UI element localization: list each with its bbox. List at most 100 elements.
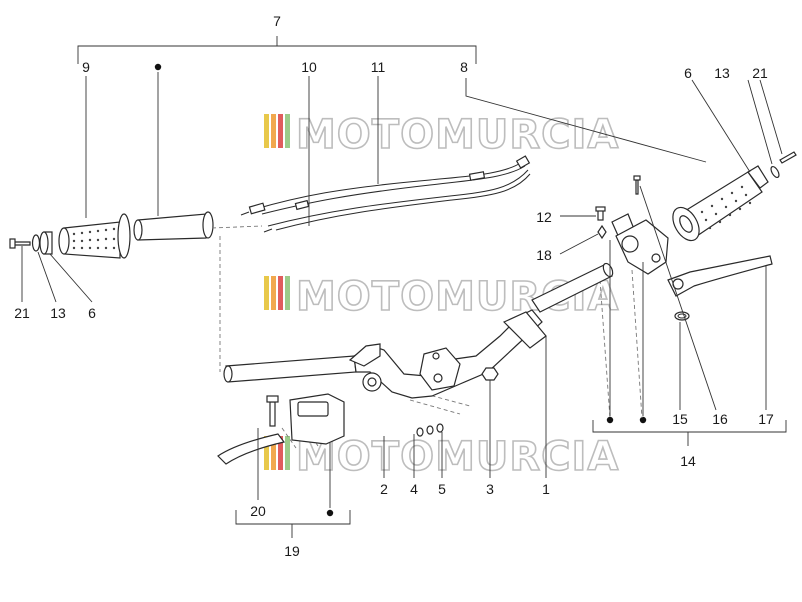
part-label-13: 13 <box>714 65 730 81</box>
lever-part <box>217 433 286 465</box>
handlebar-body <box>353 309 543 399</box>
part-label-13: 13 <box>50 305 66 321</box>
part-label-20: 20 <box>250 503 266 519</box>
part-label-21: 21 <box>752 65 768 81</box>
leader-13b <box>37 251 57 303</box>
watermark-stripe <box>278 276 283 310</box>
cable-lower-2 <box>275 173 531 231</box>
leader-21a <box>759 79 783 155</box>
leader-6b <box>49 253 93 303</box>
leader-16 <box>639 185 717 411</box>
cable-lower <box>267 169 529 227</box>
handlebar-bracket <box>348 343 381 367</box>
cable-upper <box>251 161 523 211</box>
throttle-sleeve <box>137 213 207 241</box>
handlebar-left-tube <box>225 355 357 383</box>
part-label-6: 6 <box>88 305 96 321</box>
watermark-top: MOTOMURCIA <box>264 111 619 159</box>
sleeve-end <box>133 219 143 241</box>
washer-part <box>436 423 444 433</box>
watermark-stripe <box>264 436 269 470</box>
grip-end <box>58 227 70 255</box>
part-label-6: 6 <box>684 65 692 81</box>
bullet-marker <box>326 509 334 517</box>
bullet-marker <box>606 416 614 424</box>
part-label-15: 15 <box>672 411 688 427</box>
cable-end <box>515 155 531 169</box>
screw-head <box>9 238 16 249</box>
nut-part <box>481 367 499 381</box>
part-label-19: 19 <box>284 543 300 559</box>
bullet-marker <box>639 416 647 424</box>
watermark-stripe <box>271 276 276 310</box>
part-label-17: 17 <box>758 411 774 427</box>
part-label-5: 5 <box>438 481 446 497</box>
washer-part <box>416 427 424 437</box>
small-hardware <box>416 367 499 437</box>
assembly-line <box>211 225 263 229</box>
watermark-text: MOTOMURCIA <box>296 112 619 158</box>
handlebar-boss-hole <box>367 377 377 387</box>
watermark-stripe <box>264 276 269 310</box>
bolt-part <box>269 401 276 427</box>
mount-hole <box>432 352 440 360</box>
cable-nipple <box>263 228 273 233</box>
bracket-group-7 <box>77 36 477 64</box>
handlebar <box>223 262 614 399</box>
leader-18 <box>559 233 599 255</box>
mount-hole <box>433 373 443 383</box>
part-label-9: 9 <box>82 59 90 75</box>
master-cylinder-assembly <box>217 393 345 465</box>
o-ring <box>674 311 690 321</box>
watermark-stripe <box>285 436 290 470</box>
watermark-bottom: MOTOMURCIA <box>264 433 619 481</box>
brake-mount <box>419 347 461 391</box>
washer-part <box>426 425 434 435</box>
grip-flange <box>117 213 131 259</box>
bar-end-face <box>39 231 49 255</box>
leader-8 <box>465 78 707 163</box>
leader-6a <box>691 79 751 173</box>
housing-pivot <box>651 253 661 263</box>
washer-part <box>770 165 780 179</box>
part-label-8: 8 <box>460 59 468 75</box>
part-label-4: 4 <box>410 481 418 497</box>
bracket-group-14 <box>592 420 787 446</box>
left-grip-assembly <box>9 211 214 259</box>
left-grip <box>63 221 121 259</box>
part-label-10: 10 <box>301 59 317 75</box>
sleeve-flange <box>202 211 214 239</box>
throttle-cables <box>240 155 531 233</box>
o-ring-inner <box>677 313 687 319</box>
screw-part <box>13 241 31 246</box>
assembly-line <box>599 279 611 419</box>
cable-nipple <box>240 211 250 216</box>
watermark-stripe <box>285 114 290 148</box>
part-label-18: 18 <box>536 247 552 263</box>
screw-part <box>635 179 639 195</box>
watermark-stripe <box>278 114 283 148</box>
cable-adjuster <box>248 202 266 215</box>
screw-head <box>595 206 606 212</box>
cable-ferrule <box>294 199 310 211</box>
reservoir-cap <box>297 401 329 417</box>
screw-part <box>779 151 797 164</box>
washer-part <box>597 224 607 240</box>
tube-end <box>223 365 233 383</box>
part-label-14: 14 <box>680 453 696 469</box>
part-label-3: 3 <box>486 481 494 497</box>
part-label-12: 12 <box>536 209 552 225</box>
watermark-stripe <box>271 114 276 148</box>
lever-assembly <box>595 206 773 321</box>
assembly-line <box>631 269 643 419</box>
part-label-1: 1 <box>542 481 550 497</box>
watermark-stripe <box>285 276 290 310</box>
leader-13a <box>747 79 773 165</box>
part-label-11: 11 <box>371 59 386 75</box>
watermark-stripe <box>271 436 276 470</box>
right-grip-assembly <box>633 151 797 242</box>
housing-bore <box>621 235 639 253</box>
part-label-7: 7 <box>273 13 281 29</box>
screw-head <box>633 175 641 181</box>
